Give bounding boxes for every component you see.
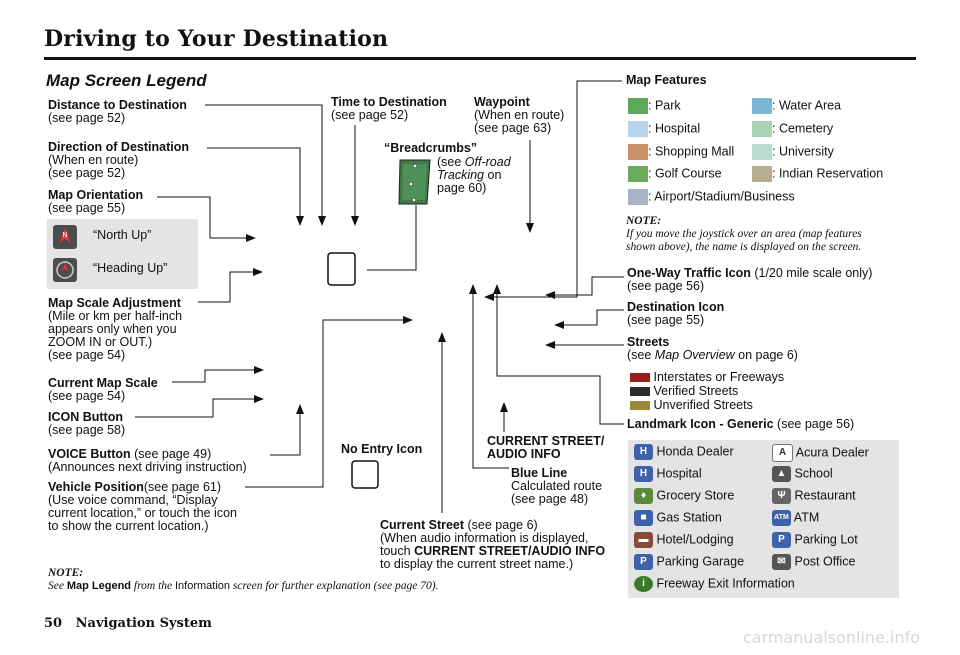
poi-post-office: ✉ Post Office (772, 554, 855, 576)
hotel-icon: ▬ (634, 532, 653, 548)
heading-up-label: “Heading Up” (93, 261, 168, 275)
shopping-mall-swatch (628, 144, 648, 160)
one-way-traffic-label: One-Way Traffic Icon (1/20 mile scale on… (627, 266, 873, 293)
indian-reservation-swatch (752, 166, 772, 182)
feature-park: : Park (628, 98, 681, 114)
park-swatch (628, 98, 648, 114)
acura-dealer-icon: A (772, 444, 793, 462)
street-legend-item: Interstates or Freeways (630, 371, 784, 385)
heading-up-icon[interactable] (53, 258, 77, 282)
unverified-swatch (630, 401, 650, 411)
poi-hotel: ▬ Hotel/Lodging (634, 532, 734, 554)
feature-cemetery: : Cemetery (752, 121, 833, 137)
chapter-title: Driving to Your Destination (44, 26, 389, 52)
north-up-icon[interactable]: N (53, 225, 77, 249)
poi-atm: ATM ATM (772, 510, 819, 532)
poi-restaurant: Ψ Restaurant (772, 488, 856, 510)
landmark-icon-label: Landmark Icon - Generic (see page 56) (627, 417, 855, 431)
map-features-note: NOTE: If you move the joystick over an a… (626, 215, 862, 253)
current-street-label: Current Street (see page 6) (When audio … (380, 518, 606, 571)
feature-university: : University (752, 144, 834, 160)
current-map-scale-label: Current Map Scale(see page 54) (48, 376, 158, 403)
current-street-button-label: CURRENT STREET/ AUDIO INFO (487, 434, 605, 461)
feature-shopping-mall: : Shopping Mall (628, 144, 734, 160)
distance-to-destination-label: Distance to Destination(see page 52) (48, 98, 187, 125)
watermark: carmanualsonline.info (742, 628, 920, 647)
interstate-swatch (630, 373, 650, 383)
golf-course-swatch (628, 166, 648, 182)
map-scale-adjustment-label: Map Scale Adjustment (Mile or km per hal… (48, 296, 183, 362)
north-up-label: “North Up” (93, 228, 152, 242)
airport-swatch (628, 189, 648, 205)
feature-hospital: : Hospital (628, 121, 700, 137)
no-entry-icon-label: No Entry Icon (341, 442, 423, 456)
footer-section: Navigation System (75, 616, 212, 631)
parking-lot-icon: P (772, 532, 791, 548)
poi-hospital: H Hospital (634, 466, 702, 488)
breadcrumbs-map-icon (398, 159, 431, 205)
feature-airport: : Airport/Stadium/Business (628, 189, 795, 205)
poi-parking-lot: P Parking Lot (772, 532, 858, 554)
poi-acura-dealer: A Acura Dealer (772, 444, 869, 466)
vehicle-position-label: Vehicle Position(see page 61) (Use voice… (48, 480, 237, 533)
gas-station-icon: ■ (634, 510, 653, 526)
direction-of-destination-label: Direction of Destination (When en route)… (48, 140, 189, 180)
orientation-panel: N “North Up” “Heading Up” (47, 219, 198, 289)
street-legend-item: Verified Streets (630, 385, 784, 399)
map-orientation-label: Map Orientation(see page 55) (48, 188, 144, 215)
poi-gas-station: ■ Gas Station (634, 510, 722, 532)
grocery-store-icon: ♦ (634, 488, 653, 504)
blue-line-label: Blue Line Calculated route (see page 48) (511, 466, 603, 506)
map-legend-note: NOTE: See Map Legend from the Informatio… (48, 567, 439, 592)
poi-parking-garage: P Parking Garage (634, 554, 744, 576)
restaurant-icon: Ψ (772, 488, 791, 504)
cemetery-swatch (752, 121, 772, 137)
feature-indian-reservation: : Indian Reservation (752, 166, 883, 182)
destination-icon-label: Destination Icon(see page 55) (627, 300, 725, 327)
time-to-destination-label: Time to Destination(see page 52) (331, 95, 447, 122)
page-number: 50 (44, 616, 63, 631)
freeway-exit-icon: i (634, 576, 653, 592)
feature-water-area: : Water Area (752, 98, 841, 114)
poi-freeway-exit: i Freeway Exit Information (634, 576, 795, 598)
icon-button-label: ICON Button(see page 58) (48, 410, 126, 437)
section-subtitle: Map Screen Legend (46, 71, 207, 90)
breadcrumbs-title: “Breadcrumbs” (384, 141, 478, 155)
svg-text:N: N (62, 231, 67, 239)
hospital-swatch (628, 121, 648, 137)
hospital-icon: H (634, 466, 653, 482)
atm-icon: ATM (772, 510, 791, 526)
poi-school: ▲ School (772, 466, 833, 488)
feature-golf-course: : Golf Course (628, 166, 722, 182)
water-area-swatch (752, 98, 772, 114)
voice-button-label: VOICE Button (see page 49) (Announces ne… (48, 447, 247, 474)
page-footer: 50 Navigation System (44, 616, 212, 631)
map-features-title: Map Features (626, 73, 707, 87)
post-office-icon: ✉ (772, 554, 791, 570)
school-icon: ▲ (772, 466, 791, 482)
header-rule (44, 57, 916, 60)
street-legend-item: Unverified Streets (630, 399, 784, 413)
verified-swatch (630, 387, 650, 397)
honda-dealer-icon: H (634, 444, 653, 460)
street-legend: Interstates or Freeways Verified Streets… (630, 371, 784, 413)
poi-legend-panel: H Honda Dealer A Acura Dealer H Hospital… (628, 440, 899, 598)
breadcrumbs-label: (see Off-road Tracking on page 60) (437, 155, 511, 195)
poi-grocery-store: ♦ Grocery Store (634, 488, 734, 510)
university-swatch (752, 144, 772, 160)
parking-garage-icon: P (634, 554, 653, 570)
streets-label: Streets (see Map Overview on page 6) (627, 335, 798, 362)
poi-honda-dealer: H Honda Dealer (634, 444, 734, 466)
waypoint-label: Waypoint (When en route) (see page 63) (474, 95, 565, 135)
